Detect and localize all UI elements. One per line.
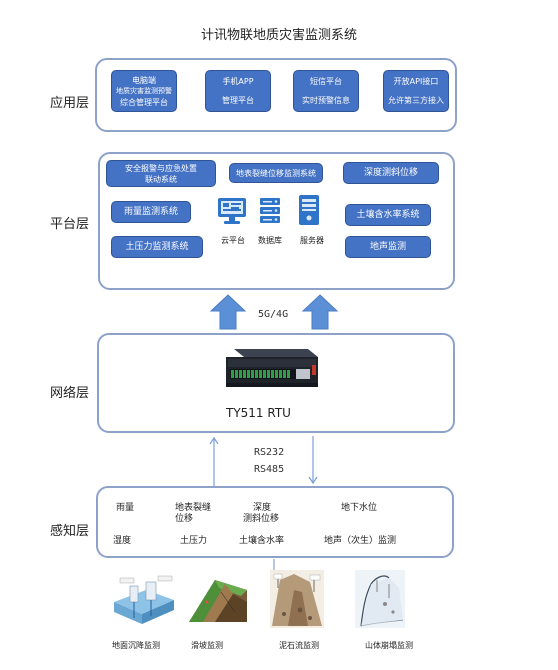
- platform-box-surface-crack: 地表裂缝位移监测系统: [229, 163, 323, 183]
- landslide-illustration: [185, 572, 251, 628]
- sensor-moisture: 土壤含水率: [239, 536, 285, 546]
- sensor-deep-line1: 深度: [253, 503, 272, 513]
- app-box-pc-platform: 电脑端 地质灾害监测预警 综合管理平台: [111, 70, 177, 112]
- app-box-line: 电脑端: [132, 75, 156, 85]
- computer-monitor-icon: [216, 196, 248, 226]
- platform-box-ground-sound: 地声监测: [345, 236, 431, 258]
- platform-box-label: 地声监测: [369, 241, 406, 252]
- platform-box-line: 安全报警与应急处置: [125, 163, 197, 173]
- app-box-line: 综合管理平台: [120, 97, 168, 107]
- sensor-crack-line1: 地表裂缝: [175, 503, 212, 513]
- platform-box-label: 深度测斜位移: [363, 167, 418, 178]
- page-title: 计讯物联地质灾害监测系统: [200, 28, 357, 43]
- sensor-sound: 地声（次生）监测: [324, 536, 397, 546]
- database-label: 数据库: [258, 236, 282, 245]
- sensor-pressure: 土压力: [180, 536, 208, 546]
- serial-label-rs485: RS485: [254, 464, 285, 475]
- app-box-open-api: 开放API接口 允许第三方接入: [383, 70, 449, 112]
- app-box-line: 允许第三方接入: [388, 96, 444, 105]
- up-arrow-icon: [301, 294, 339, 330]
- debris-flow-illustration: [270, 570, 324, 628]
- cloud-label: 云平台: [221, 236, 245, 245]
- platform-box-rainfall: 雨量监测系统: [111, 201, 191, 223]
- platform-box-alarm: 安全报警与应急处置 联动系统: [106, 160, 216, 187]
- app-box-line: 管理平台: [222, 96, 254, 105]
- sensor-humidity: 湿度: [113, 536, 132, 546]
- photo-label-landslide: 滑坡监测: [191, 641, 223, 650]
- up-arrow-icon: [209, 294, 247, 330]
- subsidence-illustration: [108, 572, 178, 628]
- app-box-line: 手机APP: [222, 77, 254, 86]
- app-box-line: 实时预警信息: [302, 96, 350, 105]
- platform-box-label: 雨量监测系统: [123, 206, 178, 217]
- app-box-sms-platform: 短信平台 实时预警信息: [293, 70, 359, 112]
- database-server-icon: [258, 196, 282, 226]
- platform-box-soil-moisture: 土壤含水率系统: [345, 204, 431, 226]
- platform-box-label: 地表裂缝位移监测系统: [236, 168, 316, 178]
- platform-box-earth-pressure: 土压力监测系统: [111, 236, 203, 258]
- platform-box-deep-incline: 深度测斜位移: [343, 162, 439, 184]
- server-label: 服务器: [300, 236, 324, 245]
- layer-label-network: 网络层: [50, 386, 90, 401]
- sensor-rain: 雨量: [116, 503, 135, 513]
- photo-label-debris-flow: 泥石流监测: [279, 641, 319, 650]
- photo-label-subsidence: 地面沉降监测: [112, 641, 160, 650]
- platform-box-line: 联动系统: [145, 174, 177, 184]
- tower-server-icon: [296, 194, 322, 226]
- app-box-line: 短信平台: [310, 77, 342, 86]
- platform-box-label: 土壤含水率系统: [356, 209, 420, 220]
- layer-label-application: 应用层: [50, 96, 90, 111]
- app-box-mobile-app: 手机APP 管理平台: [205, 70, 271, 112]
- photo-label-rockfall: 山体崩塌监测: [365, 641, 413, 650]
- sensor-groundwater: 地下水位: [341, 503, 378, 513]
- rtu-device-icon: [222, 345, 322, 391]
- layer-label-platform: 平台层: [50, 217, 90, 232]
- sensor-deep-line2: 测斜位移: [243, 514, 280, 524]
- up-line-arrow-icon: [208, 436, 220, 486]
- sensor-crack-line2: 位移: [175, 514, 194, 524]
- protocol-label: 5G/4G: [258, 309, 289, 320]
- serial-label-rs232: RS232: [254, 447, 285, 458]
- app-box-line: 开放API接口: [393, 77, 439, 86]
- platform-box-label: 土压力监测系统: [125, 241, 189, 252]
- perception-panel: [96, 486, 454, 558]
- layer-label-perception: 感知层: [50, 524, 90, 539]
- down-line-arrow-icon: [307, 436, 319, 486]
- rockfall-illustration: [355, 570, 405, 628]
- app-box-line: 地质灾害监测预警: [116, 86, 172, 95]
- rtu-device-name: TY511 RTU: [226, 406, 291, 420]
